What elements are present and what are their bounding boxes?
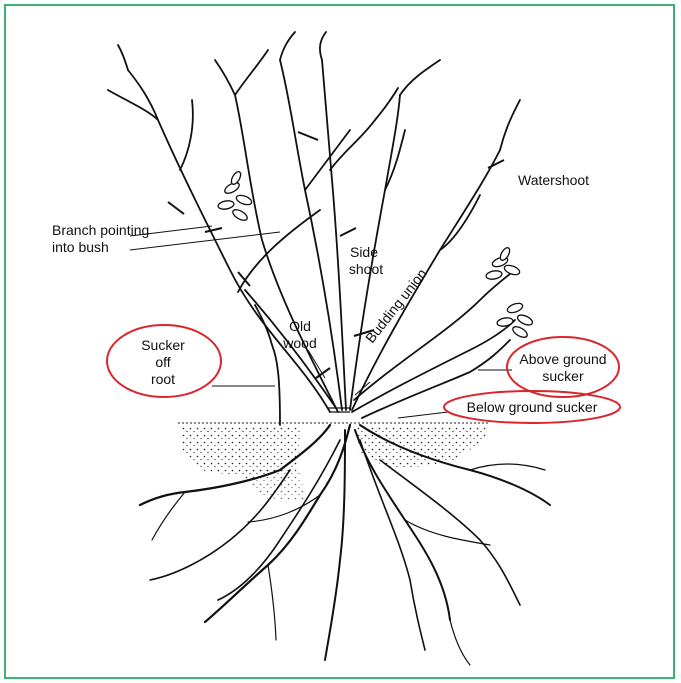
label-side-shoot-line2: shoot [346,261,386,278]
pruning-cut-marks [168,132,504,378]
label-below-ground-sucker: Below ground sucker [448,399,616,416]
label-watershoot: Watershoot [518,172,589,189]
label-branch-pointing-line2: into bush [52,239,109,256]
label-above-ground-sucker-line2: sucker [511,368,615,385]
label-branch-pointing-line1: Branch pointing [52,222,149,239]
label-side-shoot-line1: Side [346,244,382,261]
label-sucker-off-root-line3: root [130,371,196,388]
label-old-wood-line2: wood [280,335,320,352]
label-old-wood-line1: Old [282,318,318,335]
soil [178,423,490,500]
label-sucker-off-root-line1: Sucker [130,337,196,354]
label-sucker-off-root-line2: off [130,354,196,371]
label-above-ground-sucker-line1: Above ground [511,351,615,368]
